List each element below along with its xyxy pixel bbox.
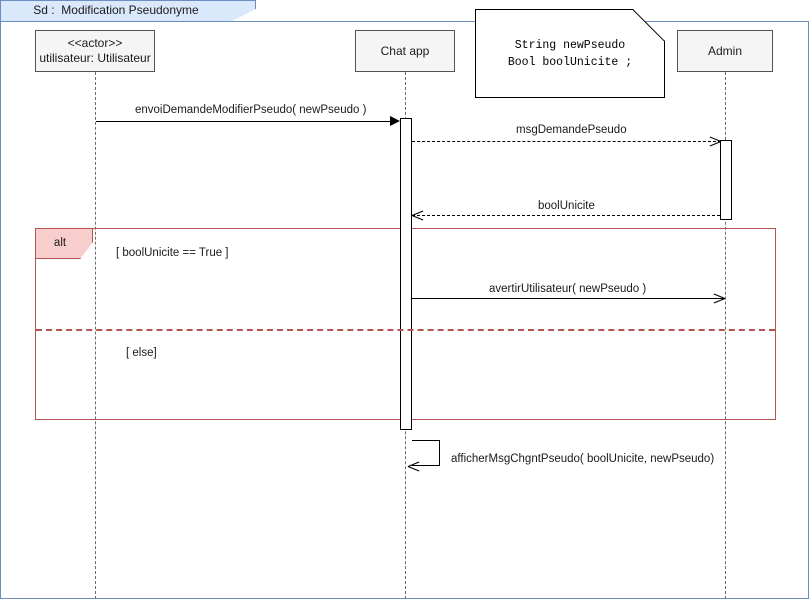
message-line-4	[412, 298, 725, 299]
note-text: String newPseudo Bool boolUnicite ;	[475, 9, 665, 98]
note-line-1: String newPseudo	[514, 38, 626, 52]
message-arrowhead-2	[709, 136, 720, 147]
message-label-2: msgDemandePseudo	[516, 124, 627, 136]
message-arrowhead-5	[408, 461, 420, 472]
alt-guard-condition-1: [ boolUnicite == True ]	[116, 247, 229, 259]
message-line-2	[412, 141, 721, 142]
message-label-5: afficherMsgChgntPseudo( boolUnicite, new…	[451, 453, 715, 465]
note-shape	[475, 9, 665, 98]
lifeline-utilisateur	[95, 72, 96, 599]
lifeline-name-chatapp: Chat app	[380, 43, 430, 58]
lifeline-admin	[725, 72, 726, 599]
alt-fragment-operator: alt	[53, 237, 67, 249]
note-declarations: String newPseudo Bool boolUnicite ;	[475, 9, 665, 98]
alt-fragment-divider	[36, 329, 775, 331]
message-arrowhead-1	[390, 116, 400, 126]
lifeline-name-admin: Admin	[707, 43, 742, 58]
message-label-1: envoiDemandeModifierPseudo( newPseudo )	[135, 104, 367, 116]
message-label-3: boolUnicite	[538, 200, 595, 212]
note-line-2: Bool boolUnicite ;	[507, 55, 633, 69]
message-arrowhead-3	[412, 210, 424, 221]
message-arrowhead-4	[713, 293, 724, 304]
message-label-4: avertirUtilisateur( newPseudo )	[489, 283, 647, 295]
activation-admin	[720, 140, 732, 220]
message-line-3	[412, 215, 720, 216]
lifeline-name-utilisateur: utilisateur: Utilisateur	[39, 51, 151, 65]
lifeline-head-admin[interactable]: Admin	[677, 30, 773, 72]
activation-chatapp	[400, 118, 412, 430]
lifeline-head-chatapp[interactable]: Chat app	[355, 30, 455, 72]
message-self-loop-5	[412, 440, 440, 466]
alt-guard-condition-2: [ else]	[126, 347, 157, 359]
lifeline-stereotype-utilisateur: <<actor>>	[67, 36, 123, 50]
message-line-1	[96, 121, 391, 122]
sd-frame-title: Sd : Modification Pseudonyme	[33, 3, 199, 17]
lifeline-head-utilisateur[interactable]: <<actor>> utilisateur: Utilisateur	[35, 30, 155, 72]
